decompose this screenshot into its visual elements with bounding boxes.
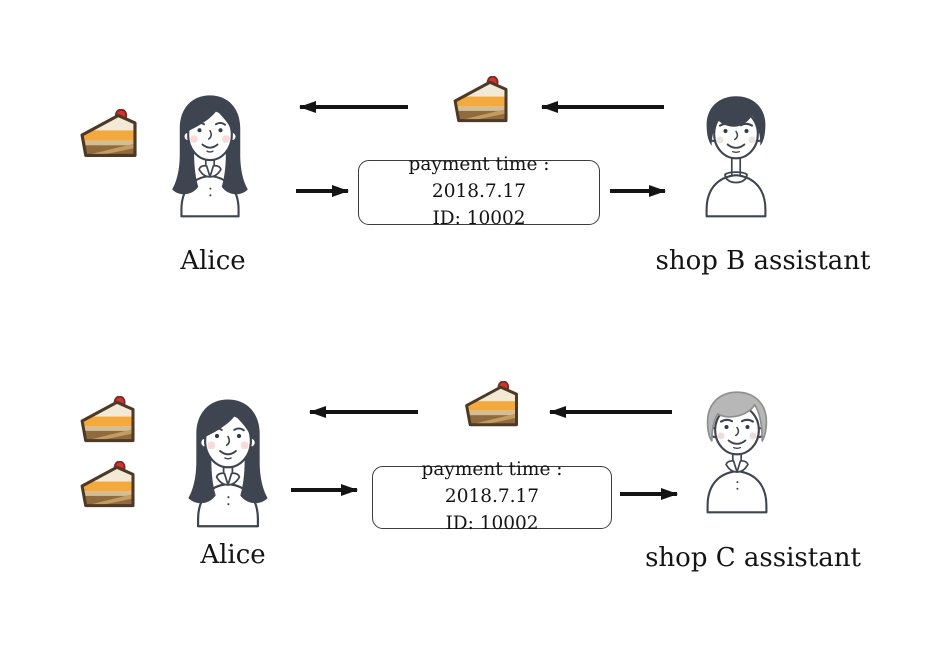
- shop-c-assistant-avatar: [692, 388, 782, 514]
- payment-id-text: ID: 10002: [432, 207, 526, 229]
- alice-avatar: [182, 396, 274, 528]
- cake-delivery-arrow: [300, 105, 408, 109]
- payment-arrow: [291, 488, 357, 492]
- payment-info-box: payment time : 2018.7.17 ID: 10002: [372, 459, 612, 534]
- cake-icon: [79, 109, 139, 161]
- cake-delivery-arrow: [550, 410, 672, 414]
- payment-arrow: [610, 189, 665, 193]
- cake-icon: [452, 76, 510, 126]
- payment-time-text: payment time : 2018.7.17: [408, 154, 550, 203]
- assistant-label: shop B assistant: [655, 246, 871, 276]
- payment-id-text: ID: 10002: [445, 512, 539, 534]
- assistant-label: shop C assistant: [645, 543, 861, 573]
- customer-label: Alice: [200, 540, 266, 570]
- alice-avatar: [166, 92, 254, 218]
- payment-time-text: payment time : 2018.7.17: [421, 459, 563, 508]
- customer-label: Alice: [180, 246, 246, 276]
- cake-icon: [464, 381, 520, 430]
- cake-delivery-arrow: [542, 105, 664, 109]
- cake-delivery-arrow: [310, 410, 418, 414]
- cake-icon: [79, 461, 137, 511]
- shop-b-assistant-avatar: [690, 92, 782, 218]
- payment-arrow: [296, 189, 348, 193]
- payment-arrow: [620, 492, 677, 496]
- payment-info-box: payment time : 2018.7.17 ID: 10002: [358, 154, 600, 229]
- cake-icon: [79, 396, 137, 446]
